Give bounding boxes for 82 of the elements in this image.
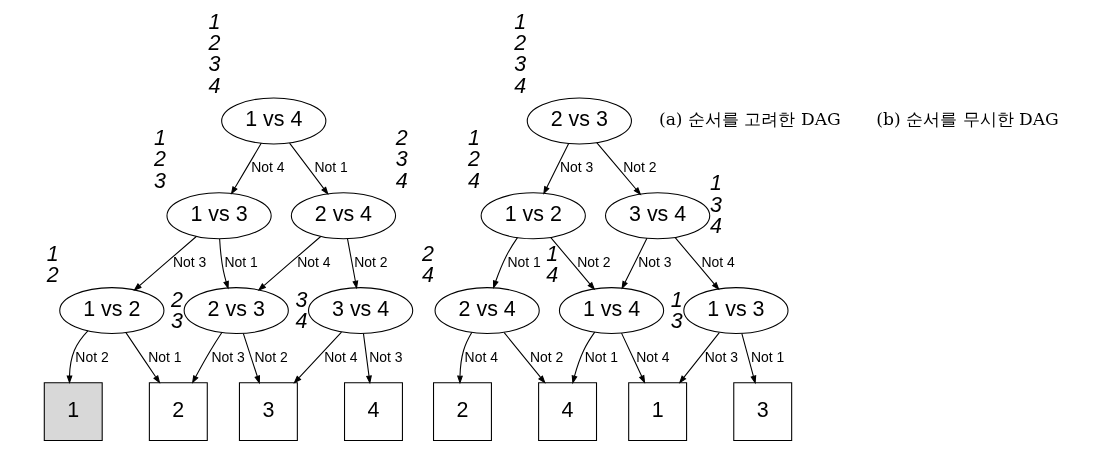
edge-label: Not 1 bbox=[584, 348, 618, 365]
arrow bbox=[133, 235, 197, 291]
node-label: 1 2 3 4 bbox=[514, 9, 527, 98]
node-ellipse: 1 vs 4 bbox=[558, 287, 665, 335]
node-ellipse: 1 vs 4 bbox=[221, 97, 327, 145]
arrow bbox=[503, 332, 546, 384]
arrow bbox=[674, 236, 720, 291]
edge-label: Not 3 bbox=[560, 159, 594, 176]
node-ellipse: 3 vs 4 bbox=[605, 192, 711, 240]
node-box: 4 bbox=[344, 382, 403, 442]
edge-label: Not 2 bbox=[354, 253, 388, 270]
node-label: 1 2 4 bbox=[468, 125, 480, 193]
arrow bbox=[242, 333, 260, 385]
edge-label: Not 4 bbox=[297, 253, 331, 270]
node-label: 1 4 bbox=[546, 242, 559, 288]
node-label: 1 2 bbox=[46, 242, 59, 288]
edge-label: Not 1 bbox=[148, 348, 182, 365]
node-ellipse: 2 vs 3 bbox=[183, 287, 289, 335]
arrow bbox=[621, 237, 648, 290]
edge-label: Not 2 bbox=[75, 348, 109, 365]
edge-label: Not 3 bbox=[211, 348, 245, 365]
arrow bbox=[125, 332, 161, 384]
edge-label: Not 3 bbox=[172, 253, 207, 270]
edge-label: Not 2 bbox=[530, 348, 564, 365]
node-box: 2 bbox=[433, 382, 492, 442]
arrow bbox=[678, 332, 720, 384]
node-box: 2 bbox=[148, 382, 208, 442]
node-label: 2 3 bbox=[171, 287, 183, 333]
arrow bbox=[621, 332, 646, 384]
edge-label: Not 4 bbox=[251, 159, 285, 176]
arrow bbox=[571, 331, 596, 385]
edge-label: Not 1 bbox=[314, 159, 348, 176]
edge-label: Not 3 bbox=[369, 348, 403, 365]
node-box: 3 bbox=[733, 382, 793, 442]
edge-label: Not 3 bbox=[638, 253, 672, 270]
arrow bbox=[347, 238, 359, 290]
node-box: 1 bbox=[628, 382, 688, 442]
edge-label: Not 1 bbox=[750, 348, 785, 365]
node-ellipse: 1 vs 2 bbox=[59, 287, 165, 335]
arrow bbox=[457, 331, 473, 385]
node-ellipse: 3 vs 4 bbox=[308, 287, 414, 335]
node-label: 3 4 bbox=[295, 287, 308, 333]
edge-label: Not 4 bbox=[636, 348, 670, 365]
node-label: 1 2 3 bbox=[153, 125, 166, 193]
edge-label: Not 2 bbox=[577, 253, 611, 270]
edge-label: Not 1 bbox=[507, 253, 541, 270]
arrow bbox=[596, 142, 642, 196]
arrow bbox=[289, 142, 329, 196]
arrow bbox=[191, 332, 223, 384]
node-label: 2 3 4 bbox=[395, 125, 408, 193]
arrow bbox=[543, 143, 570, 195]
arrow bbox=[741, 333, 757, 385]
node-ellipse: 1 vs 3 bbox=[166, 192, 272, 240]
node-ellipse: 2 vs 3 bbox=[526, 97, 632, 145]
arrow bbox=[219, 238, 229, 290]
node-label: 1 3 bbox=[670, 287, 683, 333]
label: (b) 순서를 무시한 DAG bbox=[876, 109, 1059, 130]
edge-label: Not 4 bbox=[464, 348, 498, 365]
node-ellipse: 2 vs 4 bbox=[290, 192, 397, 240]
edge-label: Not 4 bbox=[324, 348, 358, 365]
arrow bbox=[293, 331, 343, 384]
edge-label: Not 2 bbox=[254, 348, 288, 365]
node-box: 4 bbox=[538, 382, 598, 442]
edge-label: Not 4 bbox=[701, 253, 735, 270]
node-label: 1 2 3 4 bbox=[208, 9, 221, 98]
edge-label: Not 3 bbox=[704, 348, 739, 365]
arrow bbox=[362, 333, 372, 385]
edge-label: Not 1 bbox=[224, 253, 258, 270]
node-ellipse: 1 vs 2 bbox=[480, 192, 586, 240]
node-ellipse: 2 vs 4 bbox=[434, 287, 540, 335]
node-ellipse: 1 vs 3 bbox=[683, 287, 789, 335]
node-label: 2 4 bbox=[421, 242, 434, 288]
node-box: 3 bbox=[238, 382, 298, 442]
arrow bbox=[550, 236, 596, 291]
node-box: 1 bbox=[43, 382, 103, 442]
arrow bbox=[257, 235, 322, 291]
arrow bbox=[493, 237, 518, 290]
arrow bbox=[66, 330, 89, 385]
edge-label: Not 2 bbox=[623, 159, 657, 176]
arrow bbox=[230, 142, 262, 195]
node-label: 1 3 4 bbox=[709, 171, 722, 239]
label: (a) 순서를 고려한 DAG bbox=[658, 109, 841, 130]
